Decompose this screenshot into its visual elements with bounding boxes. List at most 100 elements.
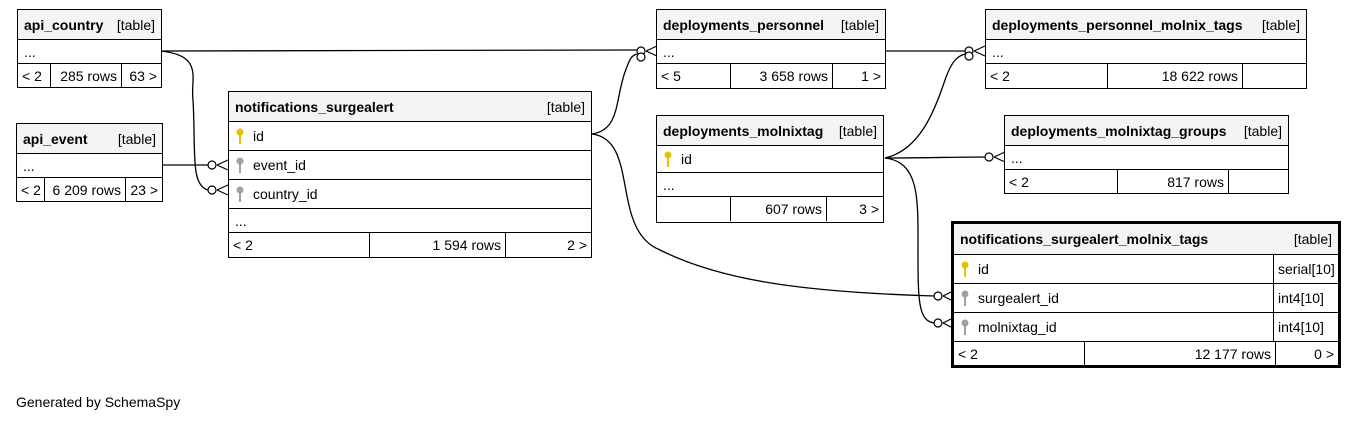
column-type: int4[10] bbox=[1273, 284, 1324, 312]
table-footer: < 2 817 rows bbox=[1005, 170, 1288, 193]
children-count: 63 > bbox=[129, 67, 157, 84]
column-row: id bbox=[657, 146, 883, 173]
table-name: notifications_surgealert_molnix_tags bbox=[960, 231, 1209, 247]
parents-count bbox=[657, 197, 731, 221]
table-notifications-surgealert[interactable]: notifications_surgealert [table] id even… bbox=[228, 91, 592, 258]
table-footer: < 2 6 209 rows 23 > bbox=[17, 178, 162, 201]
table-notifications-surgealert-molnix-tags[interactable]: notifications_surgealert_molnix_tags [ta… bbox=[951, 221, 1341, 368]
table-footer: < 2 12 177 rows 0 > bbox=[954, 342, 1338, 365]
column-name: id bbox=[978, 261, 989, 277]
parents-count: < 2 bbox=[17, 178, 45, 201]
row-count: 607 rows bbox=[731, 197, 827, 221]
table-footer: < 5 3 658 rows 1 > bbox=[657, 64, 885, 88]
primary-key-icon bbox=[235, 126, 247, 146]
table-deployments-personnel-molnix-tags[interactable]: deployments_personnel_molnix_tags [table… bbox=[985, 9, 1307, 89]
table-header: api_event [table] bbox=[17, 124, 162, 154]
primary-key-icon bbox=[960, 259, 972, 279]
table-kind: [table] bbox=[838, 122, 877, 139]
table-kind: [table] bbox=[117, 130, 156, 147]
children-count: 1 > bbox=[861, 68, 881, 84]
table-kind: [table] bbox=[116, 16, 155, 33]
table-name: api_event bbox=[23, 130, 88, 147]
table-name: deployments_molnixtag bbox=[663, 122, 824, 139]
children-count bbox=[1243, 64, 1306, 88]
foreign-key-icon bbox=[235, 155, 247, 175]
ellipsis: ... bbox=[235, 212, 247, 229]
children-count bbox=[1229, 170, 1288, 193]
table-header: api_country [table] bbox=[18, 10, 161, 40]
ellipsis-row: ... bbox=[986, 40, 1306, 64]
children-count: 2 > bbox=[567, 237, 587, 253]
row-count: 817 rows bbox=[1118, 170, 1229, 193]
table-footer: < 2 18 622 rows bbox=[986, 64, 1306, 88]
table-header: notifications_surgealert [table] bbox=[229, 92, 591, 122]
ellipsis: ... bbox=[23, 157, 35, 174]
table-footer: < 2 285 rows 63 > bbox=[18, 64, 161, 87]
table-kind: [table] bbox=[840, 16, 879, 33]
parents-count: < 2 bbox=[986, 64, 1108, 88]
foreign-key-icon bbox=[960, 317, 972, 337]
column-row: event_id bbox=[229, 151, 591, 180]
children-count: 0 > bbox=[1314, 345, 1334, 362]
row-count: 12 177 rows bbox=[1085, 342, 1276, 365]
row-count: 18 622 rows bbox=[1108, 64, 1243, 88]
primary-key-icon bbox=[663, 149, 675, 169]
column-name: event_id bbox=[253, 157, 306, 173]
column-type: serial[10] bbox=[1273, 255, 1335, 283]
row-count: 1 594 rows bbox=[370, 233, 506, 257]
foreign-key-icon bbox=[235, 184, 247, 204]
table-name: deployments_molnixtag_groups bbox=[1011, 122, 1227, 139]
table-kind: [table] bbox=[1243, 122, 1282, 139]
ellipsis: ... bbox=[663, 176, 675, 193]
column-row: molnixtag_id int4[10] bbox=[954, 313, 1338, 342]
table-api-country[interactable]: api_country [table] ... < 2 285 rows 63 … bbox=[17, 9, 162, 88]
table-name: notifications_surgealert bbox=[235, 98, 394, 115]
ellipsis-row: ... bbox=[657, 173, 883, 197]
row-count: 3 658 rows bbox=[731, 64, 833, 88]
parents-count: < 2 bbox=[1005, 170, 1118, 193]
children-count: 23 > bbox=[130, 181, 158, 198]
column-name: id bbox=[253, 128, 264, 144]
ellipsis: ... bbox=[1011, 149, 1023, 166]
parents-count: < 5 bbox=[657, 64, 731, 88]
foreign-key-icon bbox=[960, 288, 972, 308]
table-deployments-personnel[interactable]: deployments_personnel [table] ... < 5 3 … bbox=[656, 9, 886, 89]
ellipsis-row: ... bbox=[17, 154, 162, 178]
generator-credit: Generated by SchemaSpy bbox=[16, 394, 181, 410]
column-name: surgealert_id bbox=[978, 290, 1059, 306]
column-name: id bbox=[681, 151, 692, 167]
column-name: molnixtag_id bbox=[978, 319, 1057, 335]
table-deployments-molnixtag[interactable]: deployments_molnixtag [table] id ... 607… bbox=[656, 115, 884, 223]
table-footer: 607 rows 3 > bbox=[657, 197, 883, 221]
parents-count: < 2 bbox=[954, 342, 1085, 365]
ellipsis-row: ... bbox=[229, 209, 591, 233]
ellipsis-row: ... bbox=[657, 40, 885, 64]
row-count: 285 rows bbox=[51, 64, 122, 87]
table-header: deployments_personnel [table] bbox=[657, 10, 885, 40]
table-name: deployments_personnel_molnix_tags bbox=[992, 16, 1243, 33]
parents-count: < 2 bbox=[229, 233, 370, 257]
column-type: int4[10] bbox=[1273, 313, 1324, 341]
table-name: deployments_personnel bbox=[663, 16, 825, 33]
ellipsis: ... bbox=[663, 43, 675, 60]
table-api-event[interactable]: api_event [table] ... < 2 6 209 rows 23 … bbox=[16, 123, 163, 202]
parents-count: < 2 bbox=[18, 64, 51, 87]
table-footer: < 2 1 594 rows 2 > bbox=[229, 233, 591, 257]
column-row: surgealert_id int4[10] bbox=[954, 284, 1338, 313]
ellipsis-row: ... bbox=[18, 40, 161, 64]
table-header: deployments_molnixtag [table] bbox=[657, 116, 883, 146]
ellipsis: ... bbox=[992, 43, 1004, 60]
table-deployments-molnixtag-groups[interactable]: deployments_molnixtag_groups [table] ...… bbox=[1004, 115, 1289, 194]
column-row: country_id bbox=[229, 180, 591, 209]
table-header: notifications_surgealert_molnix_tags [ta… bbox=[954, 224, 1338, 255]
children-count: 3 > bbox=[859, 201, 879, 217]
table-header: deployments_personnel_molnix_tags [table… bbox=[986, 10, 1306, 40]
table-header: deployments_molnixtag_groups [table] bbox=[1005, 116, 1288, 146]
row-count: 6 209 rows bbox=[45, 178, 126, 201]
ellipsis-row: ... bbox=[1005, 146, 1288, 170]
table-kind: [table] bbox=[1261, 16, 1300, 33]
table-kind: [table] bbox=[546, 98, 585, 115]
ellipsis: ... bbox=[24, 43, 36, 60]
column-name: country_id bbox=[253, 186, 318, 202]
